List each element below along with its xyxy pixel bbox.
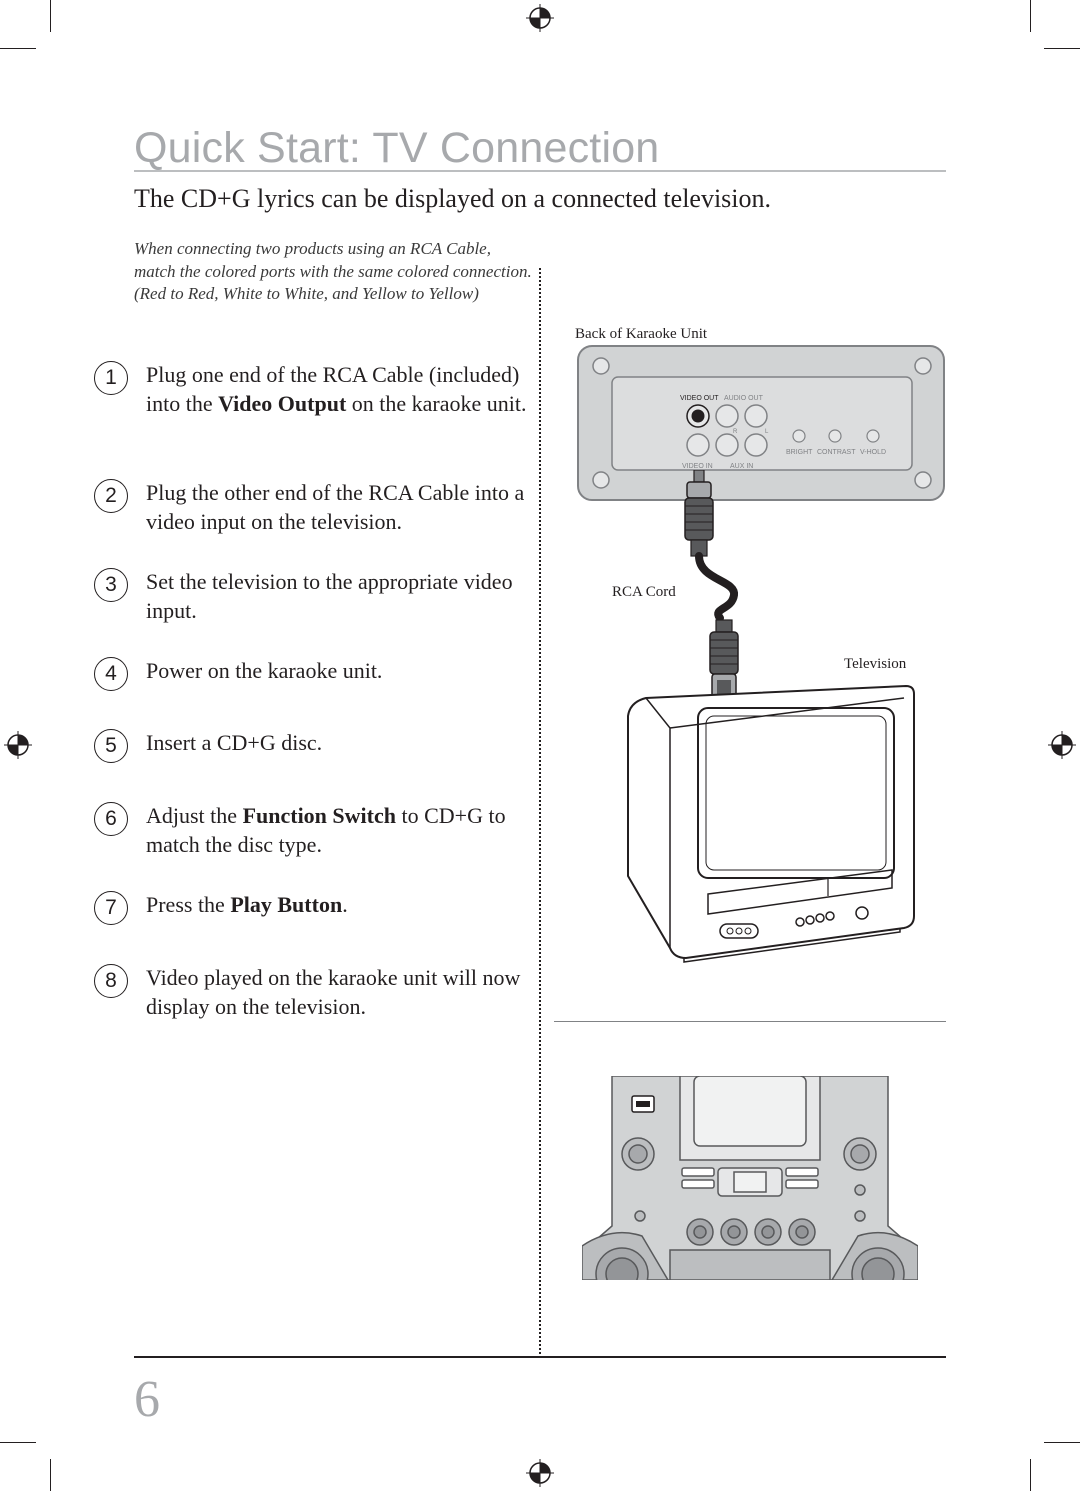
contrast-knob-label: CONTRAST (817, 449, 856, 456)
column-divider (539, 268, 541, 1358)
karaoke-machine-icon (582, 1076, 918, 1280)
crop-mark (1030, 1459, 1031, 1491)
page-number: 6 (134, 1371, 160, 1428)
crop-mark (0, 1442, 36, 1443)
registration-mark-icon (526, 1459, 554, 1487)
registration-mark-icon (526, 4, 554, 32)
audio-out-port-label: AUDIO OUT (724, 395, 764, 402)
aux-in-port-label: AUX IN (730, 463, 753, 470)
step-number: 6 (94, 802, 128, 836)
title-rule (134, 170, 946, 172)
step-number: 2 (94, 479, 128, 513)
television-label: Television (844, 656, 907, 672)
page-subtitle: The CD+G lyrics can be displayed on a co… (134, 184, 772, 213)
step-number: 1 (94, 361, 128, 395)
step-text: Insert a CD+G disc. (146, 730, 323, 755)
step-text: Plug one end of the RCA Cable (included)… (146, 362, 527, 416)
bright-knob-label: BRIGHT (786, 449, 813, 456)
back-of-unit-label: Back of Karaoke Unit (575, 326, 708, 342)
left-channel-label: L (765, 429, 769, 435)
step-number: 5 (94, 729, 128, 763)
crop-mark (1030, 0, 1031, 32)
step-number: 3 (94, 568, 128, 602)
step-text: Power on the karaoke unit. (146, 658, 383, 683)
registration-mark-icon (1048, 731, 1076, 759)
step-text: Adjust the Function Switch to CD+G to ma… (146, 803, 506, 857)
step-number: 8 (94, 964, 128, 998)
step-text: Set the television to the appropriate vi… (146, 569, 513, 623)
rca-cord-label: RCA Cord (612, 584, 676, 600)
step-text: Plug the other end of the RCA Cable into… (146, 480, 525, 534)
page-title: Quick Start: TV Connection (134, 124, 660, 172)
crop-mark (50, 1459, 51, 1491)
crop-mark (1044, 1442, 1080, 1443)
step-text: Press the Play Button. (146, 892, 348, 917)
crop-mark (50, 0, 51, 32)
vhold-knob-label: V-HOLD (860, 449, 886, 456)
step-number: 4 (94, 657, 128, 691)
television-icon (627, 684, 915, 963)
section-rule (554, 1021, 946, 1022)
step-number: 7 (94, 891, 128, 925)
video-out-port-label: VIDEO OUT (680, 395, 719, 402)
right-channel-label: R (733, 429, 738, 435)
video-in-port-label: VIDEO IN (682, 463, 713, 470)
registration-mark-icon (4, 731, 32, 759)
karaoke-back-panel: VIDEO OUT AUDIO OUT R L VIDEO IN AUX IN … (577, 345, 945, 501)
rca-note: When connecting two products using an RC… (134, 239, 532, 303)
footer-rule (134, 1356, 946, 1358)
crop-mark (0, 48, 36, 49)
step-text: Video played on the karaoke unit will no… (146, 965, 521, 1019)
crop-mark (1044, 48, 1080, 49)
